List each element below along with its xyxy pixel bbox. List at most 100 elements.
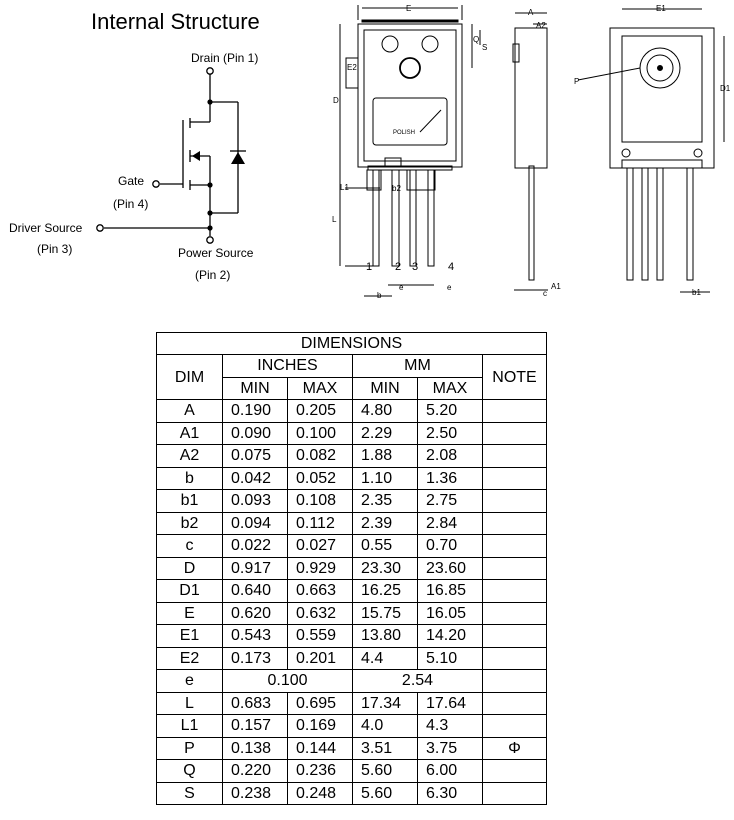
mm-max-cell: 5.10 bbox=[417, 646, 483, 670]
package-side-labels: A A2 A1 c bbox=[528, 8, 561, 298]
package-front-labels: E E2 D L L1 b2 b e e Q S POLISH bbox=[332, 4, 487, 300]
dim-b1-label: b1 bbox=[692, 288, 701, 297]
inches-max-cell: 0.559 bbox=[287, 624, 353, 648]
power-source-label: Power Source bbox=[178, 246, 254, 260]
inches-max-cell: 0.201 bbox=[287, 646, 353, 670]
mm-max-cell: 16.05 bbox=[417, 601, 483, 625]
inches-min-cell: 0.157 bbox=[222, 714, 288, 738]
note-cell bbox=[482, 669, 547, 693]
dim-b2-label: b2 bbox=[392, 184, 401, 193]
dim-header: DIM bbox=[156, 354, 223, 400]
inches-max-cell: 0.929 bbox=[287, 556, 353, 580]
inches-max-cell: 0.082 bbox=[287, 444, 353, 468]
mm-max-cell: 17.64 bbox=[417, 691, 483, 715]
schematic-dots bbox=[192, 99, 246, 231]
package-back-view bbox=[577, 8, 725, 293]
dim-b-label: b bbox=[377, 291, 382, 300]
mm-max-cell: 23.60 bbox=[417, 556, 483, 580]
diode-symbol bbox=[231, 152, 245, 164]
dim-cell: E2 bbox=[156, 646, 223, 670]
mm-min-cell: 13.80 bbox=[352, 624, 418, 648]
dim-D-label: D bbox=[333, 96, 339, 105]
note-header: NOTE bbox=[482, 354, 547, 400]
dim-cell: e bbox=[156, 669, 223, 693]
dim-E-label: E bbox=[406, 4, 411, 13]
inches-max-cell: 0.248 bbox=[287, 781, 353, 805]
inches-max-cell: 0.100 bbox=[287, 421, 353, 445]
inches-min-cell: 0.683 bbox=[222, 691, 288, 715]
mm-header: MM bbox=[352, 354, 483, 378]
pin-4-number: 4 bbox=[448, 261, 454, 273]
drain-terminal bbox=[206, 67, 214, 75]
dim-cell: E bbox=[156, 601, 223, 625]
pin-3-number: 3 bbox=[412, 261, 418, 273]
internal-structure-title: Internal Structure bbox=[91, 9, 260, 34]
inches-max-cell: 0.205 bbox=[287, 399, 353, 423]
mm-min-cell: 5.60 bbox=[352, 759, 418, 783]
dim-e2-label: e bbox=[447, 283, 452, 292]
dim-cell: b bbox=[156, 466, 223, 490]
dim-c-label: c bbox=[543, 289, 547, 298]
dim-S-label: S bbox=[482, 43, 487, 52]
dim-D1-label: D1 bbox=[720, 84, 731, 93]
note-cell bbox=[482, 556, 547, 580]
mm-min-cell: 15.75 bbox=[352, 601, 418, 625]
dim-A1-label: A1 bbox=[551, 282, 561, 291]
dim-cell: Q bbox=[156, 759, 223, 783]
dim-cell: b1 bbox=[156, 489, 223, 513]
note-cell bbox=[482, 399, 547, 423]
note-cell bbox=[482, 781, 547, 805]
inches-min-cell: 0.094 bbox=[222, 511, 288, 535]
mm-min-cell: 4.4 bbox=[352, 646, 418, 670]
inches-max-cell: 0.108 bbox=[287, 489, 353, 513]
dim-cell: L bbox=[156, 691, 223, 715]
dim-cell: S bbox=[156, 781, 223, 805]
pin-numbers: 1 2 3 4 bbox=[366, 261, 454, 273]
inches-min-cell: 0.075 bbox=[222, 444, 288, 468]
inches-value-cell: 0.100 bbox=[222, 669, 353, 693]
driver-pin-label: (Pin 3) bbox=[37, 242, 73, 256]
pin-1-number: 1 bbox=[366, 261, 372, 273]
dim-cell: E1 bbox=[156, 624, 223, 648]
inches-min-cell: 0.022 bbox=[222, 534, 288, 558]
dim-E1-label: E1 bbox=[656, 4, 666, 13]
mm-max-header: MAX bbox=[417, 376, 483, 400]
note-cell bbox=[482, 759, 547, 783]
inches-min-cell: 0.173 bbox=[222, 646, 288, 670]
note-cell bbox=[482, 691, 547, 715]
inches-max-header: MAX bbox=[287, 376, 353, 400]
note-cell bbox=[482, 714, 547, 738]
dim-cell: A bbox=[156, 399, 223, 423]
mm-min-cell: 4.0 bbox=[352, 714, 418, 738]
mm-max-cell: 1.36 bbox=[417, 466, 483, 490]
note-cell bbox=[482, 601, 547, 625]
mm-max-cell: 0.70 bbox=[417, 534, 483, 558]
inches-min-cell: 0.138 bbox=[222, 736, 288, 760]
dim-cell: A2 bbox=[156, 444, 223, 468]
note-cell bbox=[482, 444, 547, 468]
mm-max-cell: 2.08 bbox=[417, 444, 483, 468]
dim-e-label: e bbox=[399, 283, 404, 292]
dim-L1-label: L1 bbox=[340, 183, 349, 192]
mm-min-cell: 1.88 bbox=[352, 444, 418, 468]
dim-cell: D1 bbox=[156, 579, 223, 603]
dim-Q-label: Q bbox=[473, 35, 479, 44]
inches-min-cell: 0.220 bbox=[222, 759, 288, 783]
mm-min-cell: 2.35 bbox=[352, 489, 418, 513]
inches-min-header: MIN bbox=[222, 376, 288, 400]
mm-min-cell: 3.51 bbox=[352, 736, 418, 760]
driver-source-terminal bbox=[96, 224, 104, 232]
note-cell bbox=[482, 624, 547, 648]
mm-min-cell: 0.55 bbox=[352, 534, 418, 558]
power-pin-label: (Pin 2) bbox=[195, 268, 231, 282]
mm-min-cell: 2.39 bbox=[352, 511, 418, 535]
package-front-view bbox=[339, 5, 481, 297]
